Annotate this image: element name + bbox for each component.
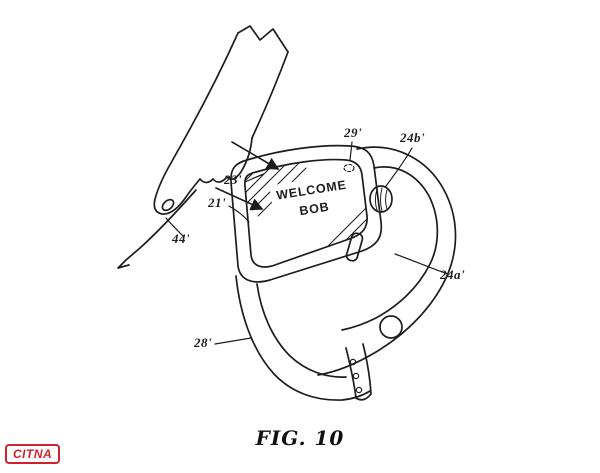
watch-band (235, 146, 457, 401)
strap-end-right (362, 343, 372, 395)
ref-label-29: 29' (344, 125, 363, 140)
arrow-lower (215, 187, 264, 211)
leader-24b (385, 147, 413, 187)
strap-hole (352, 372, 360, 380)
band-loop-inner (341, 166, 439, 331)
watch-screen (244, 158, 368, 268)
sensor-dot (343, 163, 355, 173)
leader-lines (165, 141, 449, 345)
leader-24a (394, 253, 449, 275)
lower-strap-inner (256, 283, 347, 378)
hand-edge (117, 189, 197, 269)
ref-label-28: 28' (194, 335, 213, 350)
lower-strap-outer (235, 275, 371, 401)
pointing-hand (117, 25, 289, 269)
figure-caption: FIG. 10 (255, 426, 345, 450)
leader-44 (165, 217, 184, 237)
knuckles (199, 137, 253, 184)
arrow-upper (231, 141, 280, 170)
strap-end-tip (355, 393, 372, 401)
digital-crown (369, 185, 393, 213)
strap-hole (349, 358, 357, 366)
leader-28 (214, 337, 252, 345)
ref-label-24b: 24b' (400, 130, 426, 145)
citna-logo: CITNA (5, 444, 61, 464)
ref-label-21: 21' (208, 195, 227, 210)
watch-case (230, 144, 383, 283)
ref-label-24a: 24a' (440, 267, 466, 282)
leader-23 (244, 173, 265, 183)
pointer-arrows (215, 141, 280, 211)
ref-label-23: 23' (224, 172, 243, 187)
side-button (345, 232, 364, 262)
leader-29 (349, 141, 353, 161)
break-line (237, 25, 289, 53)
strap-hole (355, 386, 363, 394)
index-finger (153, 162, 201, 215)
ref-label-44: 44' (172, 231, 191, 246)
crown-hatching (375, 187, 388, 212)
leader-21 (228, 205, 250, 223)
band-loop-outer (317, 146, 457, 376)
fingernail (161, 198, 175, 212)
strap-end-left (345, 347, 357, 399)
band-pin-hole (379, 315, 403, 339)
